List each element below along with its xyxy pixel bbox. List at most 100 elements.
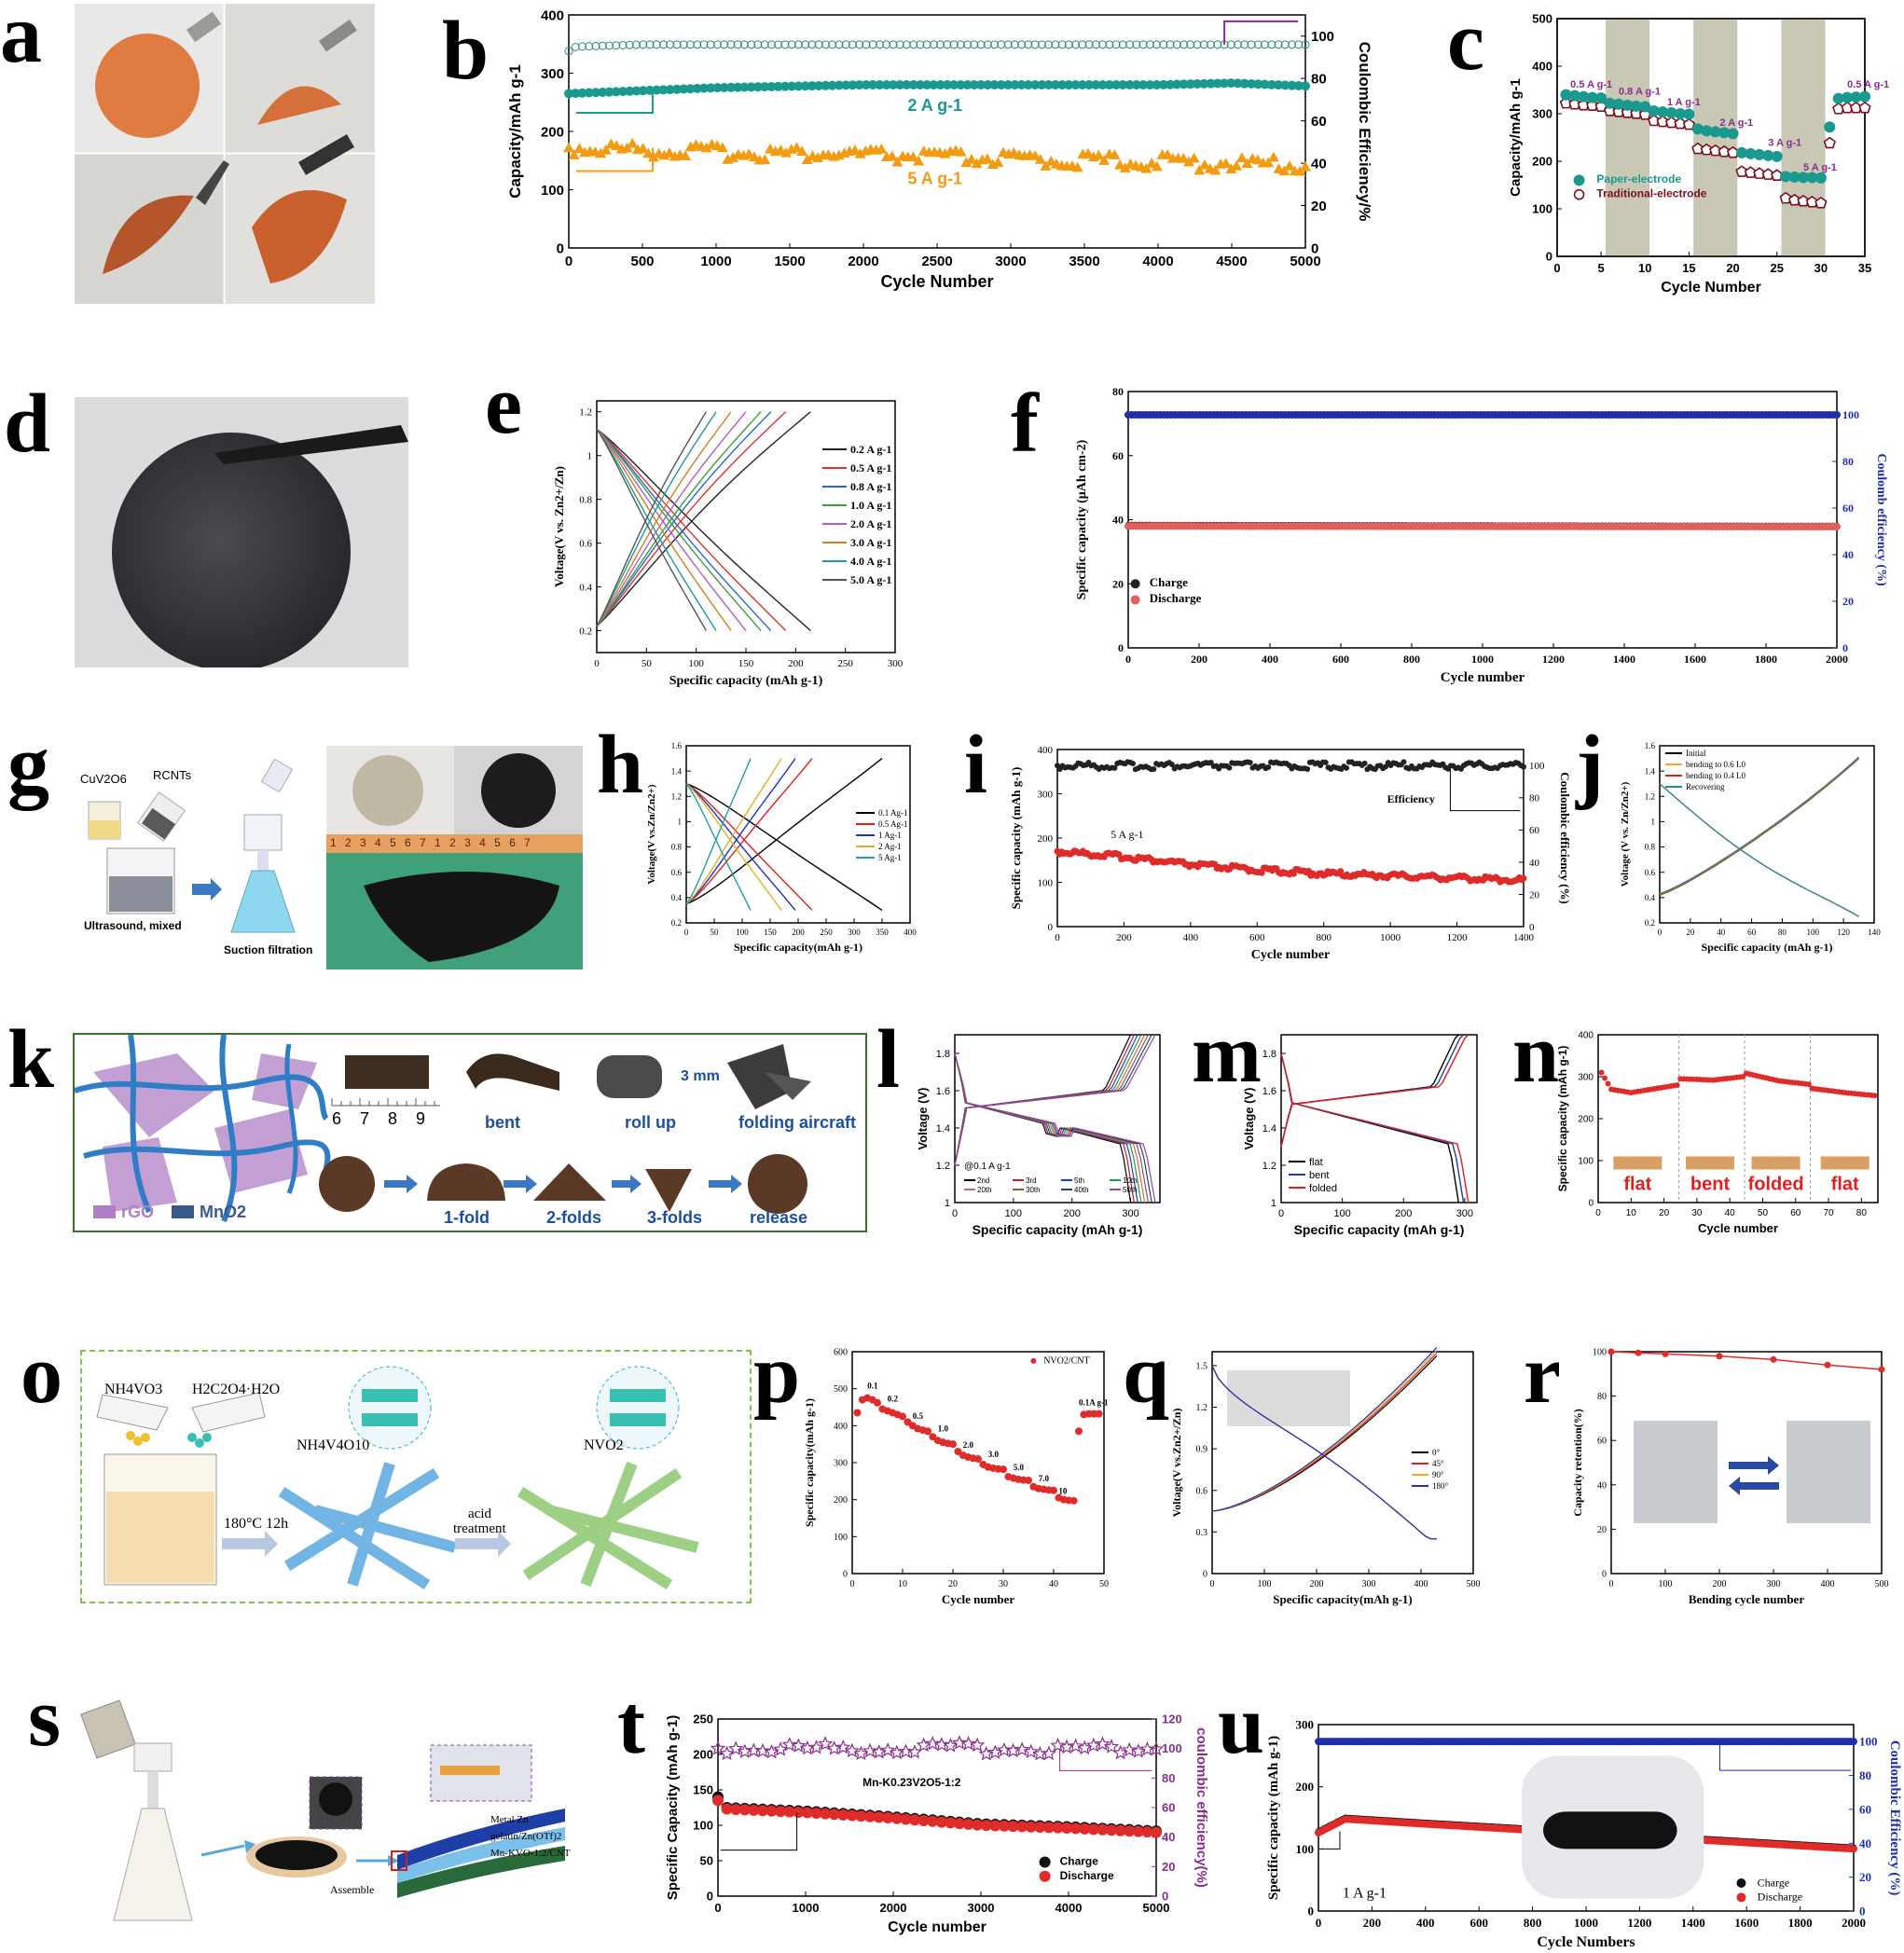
capacity-5A-marker xyxy=(759,154,771,165)
capacity-2A-marker xyxy=(604,87,614,97)
capacity-2A-marker xyxy=(969,80,979,89)
legend-label: flat xyxy=(1309,1157,1323,1168)
retention-marker xyxy=(1824,1361,1831,1368)
x-tick-label: 200 xyxy=(1064,1208,1081,1219)
y-tick-label: 0.2 xyxy=(1645,918,1655,928)
y2-axis-label: Coulombic Efficiency/% xyxy=(1356,42,1373,222)
ce-marker xyxy=(951,1735,968,1750)
capacity-2A-marker xyxy=(1226,78,1236,89)
x-tick-label: 1200 xyxy=(1627,1916,1651,1930)
legend-mno2: MnO2 xyxy=(200,1203,247,1221)
legend-label: 10th xyxy=(1123,1176,1138,1185)
capacity-2A-marker xyxy=(996,80,1006,89)
panel-letter-u: u xyxy=(1218,1679,1265,1771)
x-tick-label: 1000 xyxy=(1471,653,1494,666)
discharge-marker xyxy=(1097,1823,1109,1836)
capacity-2A-marker xyxy=(671,84,682,94)
discharge-marker xyxy=(801,1807,813,1819)
ce-marker xyxy=(835,40,844,49)
annotation-efficiency: Efficiency xyxy=(1387,792,1435,805)
y-tick-label: 300 xyxy=(1578,1073,1594,1083)
panel-letter-s: s xyxy=(28,1671,62,1764)
rate-label: 1 A g-1 xyxy=(1667,97,1701,108)
x-tick-label: 120 xyxy=(1837,928,1850,937)
x-axis-label: Cycle number xyxy=(1441,670,1525,685)
segment-label: flat xyxy=(1831,1175,1859,1195)
y2-axis-label: Coulomb efficiency (%) xyxy=(1874,453,1888,586)
ce-marker xyxy=(733,40,742,49)
capacity-2A-marker xyxy=(1266,79,1276,89)
capacity-2A-marker xyxy=(787,81,797,91)
discharge-marker xyxy=(935,1816,947,1828)
ce-marker xyxy=(631,40,641,49)
capacity-2A-marker xyxy=(875,80,885,89)
y-tick-label: 1.2 xyxy=(671,791,682,801)
panel-letter-r: r xyxy=(1524,1328,1561,1421)
capacity-5A-marker xyxy=(1162,148,1174,159)
ce-marker xyxy=(1010,40,1019,49)
capacity-2A-marker xyxy=(956,80,966,89)
ce-marker xyxy=(658,40,668,49)
capacity-2A-marker xyxy=(617,87,628,97)
ce-marker xyxy=(754,1742,771,1758)
x-tick-label: 10 xyxy=(1638,261,1651,275)
ce-marker xyxy=(1267,40,1276,49)
capacity-2A-marker xyxy=(1199,78,1209,89)
x-tick-label: 500 xyxy=(1467,1579,1481,1589)
capacity-5A-marker xyxy=(1029,149,1042,160)
discharge-curve xyxy=(596,429,707,631)
x-tick-label: 100 xyxy=(736,928,749,937)
ce-marker xyxy=(679,40,688,49)
legend-label: 5 Ag-1 xyxy=(878,853,902,862)
legend-label: 4.0 A g-1 xyxy=(850,555,891,568)
y-tick-label: 1 xyxy=(1271,1198,1276,1209)
discharge-marker xyxy=(775,1806,787,1818)
capacity-2A-marker xyxy=(564,89,573,99)
reagent-trays xyxy=(96,1392,266,1448)
ce-marker xyxy=(639,40,648,49)
ce-marker xyxy=(1103,1739,1120,1754)
discharge-marker xyxy=(846,1809,858,1822)
layer-cathode: Mn-KVO-1:2/CNT xyxy=(490,1848,571,1859)
legend-label: 0.2 A g-1 xyxy=(850,443,891,456)
reaction-beaker xyxy=(103,1453,217,1586)
discharge-marker xyxy=(738,1804,751,1816)
ce-marker xyxy=(1265,763,1272,770)
capacity-5A-marker xyxy=(1188,152,1200,163)
y2-tick-label: 40 xyxy=(1842,548,1854,561)
capacity-2A-marker xyxy=(598,87,608,97)
ce-marker xyxy=(978,1746,994,1761)
charge-curve xyxy=(596,411,732,627)
capacity-2A-marker xyxy=(1212,78,1222,89)
y2-tick-label: 0 xyxy=(1311,241,1318,256)
paper-marker xyxy=(1709,126,1721,138)
legend-label: folded xyxy=(1309,1183,1337,1194)
y2-tick-label: 60 xyxy=(1162,1801,1175,1815)
discharge-marker xyxy=(1141,1826,1153,1838)
x-tick-label: 20 xyxy=(1659,1208,1670,1218)
discharge-marker xyxy=(1833,523,1841,531)
ruler-tick-6: 6 xyxy=(332,1109,342,1128)
nvo2-crystal-inset xyxy=(596,1366,680,1450)
plot-frame xyxy=(954,1034,1161,1203)
capacity-2A-marker xyxy=(1247,78,1257,89)
ce-marker xyxy=(990,40,1000,49)
y-tick-label: 80 xyxy=(1597,1392,1607,1402)
x-tick-label: 4000 xyxy=(1142,254,1173,269)
capacity-2A-marker xyxy=(577,88,587,98)
y-tick-label: 250 xyxy=(693,1712,713,1726)
arrow-ce xyxy=(1223,20,1299,45)
ce-marker xyxy=(672,40,682,49)
capacity-2A-marker xyxy=(611,87,621,97)
ce-marker xyxy=(666,40,675,49)
x-tick-label: 3500 xyxy=(1069,254,1099,269)
x-axis-label: Cycle Numbers xyxy=(1537,1934,1635,1950)
legend-charge-label: Charge xyxy=(1150,575,1188,589)
discharge-marker xyxy=(1114,1824,1126,1836)
capacity-marker xyxy=(874,1398,881,1407)
ce-marker xyxy=(1247,760,1253,766)
x-tick-label: 400 xyxy=(1262,653,1278,666)
charge-curve xyxy=(685,758,813,905)
discharge-marker xyxy=(1106,1824,1118,1836)
